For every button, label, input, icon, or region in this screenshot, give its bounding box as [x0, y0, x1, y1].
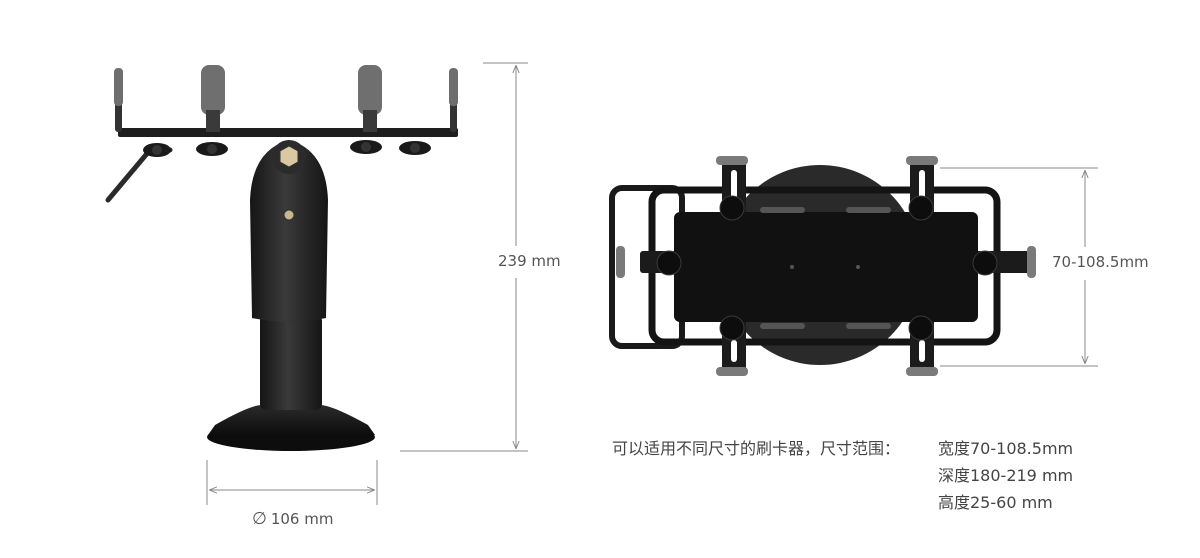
- upper-housing: [250, 140, 328, 322]
- plate-slot: [760, 207, 805, 213]
- plate-hole: [856, 265, 860, 269]
- stand-side-view: [105, 65, 458, 451]
- screw-icon: [283, 209, 295, 221]
- width-dimension: [940, 167, 1098, 367]
- side-rod: [105, 147, 173, 203]
- rubber-cap: [1027, 246, 1036, 278]
- diameter-value: 106 mm: [270, 510, 334, 528]
- diameter-dimension: [206, 460, 378, 505]
- rubber-cap: [716, 156, 748, 165]
- knob-icon: [656, 195, 998, 341]
- height-dimension: [400, 62, 528, 452]
- spec-intro: 可以适用不同尺寸的刷卡器，尺寸范围：: [612, 439, 901, 458]
- rubber-cap: [716, 367, 748, 376]
- diameter-symbol: ∅: [252, 509, 267, 529]
- rubber-cap: [906, 367, 938, 376]
- spec-width: 宽度70-108.5mm: [938, 439, 1074, 458]
- hex-bolt-icon: [279, 145, 299, 168]
- height-label: 239 mm: [498, 252, 561, 270]
- rubber-cap: [616, 246, 625, 278]
- plate-hole: [790, 265, 794, 269]
- rail-slot: [731, 340, 737, 362]
- right-post-cap: [449, 68, 458, 106]
- rail-slot: [919, 170, 925, 200]
- stand-top-view: [609, 156, 1036, 376]
- spec-depth: 深度180-219 mm: [938, 466, 1074, 485]
- plate-slot: [846, 323, 891, 329]
- rubber-cap: [906, 156, 938, 165]
- plate-slot: [760, 323, 805, 329]
- left-clamp: [201, 65, 225, 115]
- rail-slot: [919, 340, 925, 362]
- wing-nut-icon: [143, 140, 431, 157]
- mount-plate: [674, 212, 978, 322]
- width-range-label: 70-108.5mm: [1052, 253, 1149, 271]
- diameter-label: ∅106 mm: [252, 509, 333, 529]
- left-post-cap: [114, 68, 123, 106]
- left-clamp-stem: [206, 110, 220, 132]
- right-clamp-stem: [363, 110, 377, 132]
- top-plate: [118, 128, 458, 137]
- spec-height: 高度25-60 mm: [938, 493, 1053, 512]
- plate-slot: [846, 207, 891, 213]
- lower-pole: [260, 315, 322, 410]
- right-clamp: [358, 65, 382, 115]
- base-cone: [208, 405, 375, 435]
- rail-slot: [731, 170, 737, 200]
